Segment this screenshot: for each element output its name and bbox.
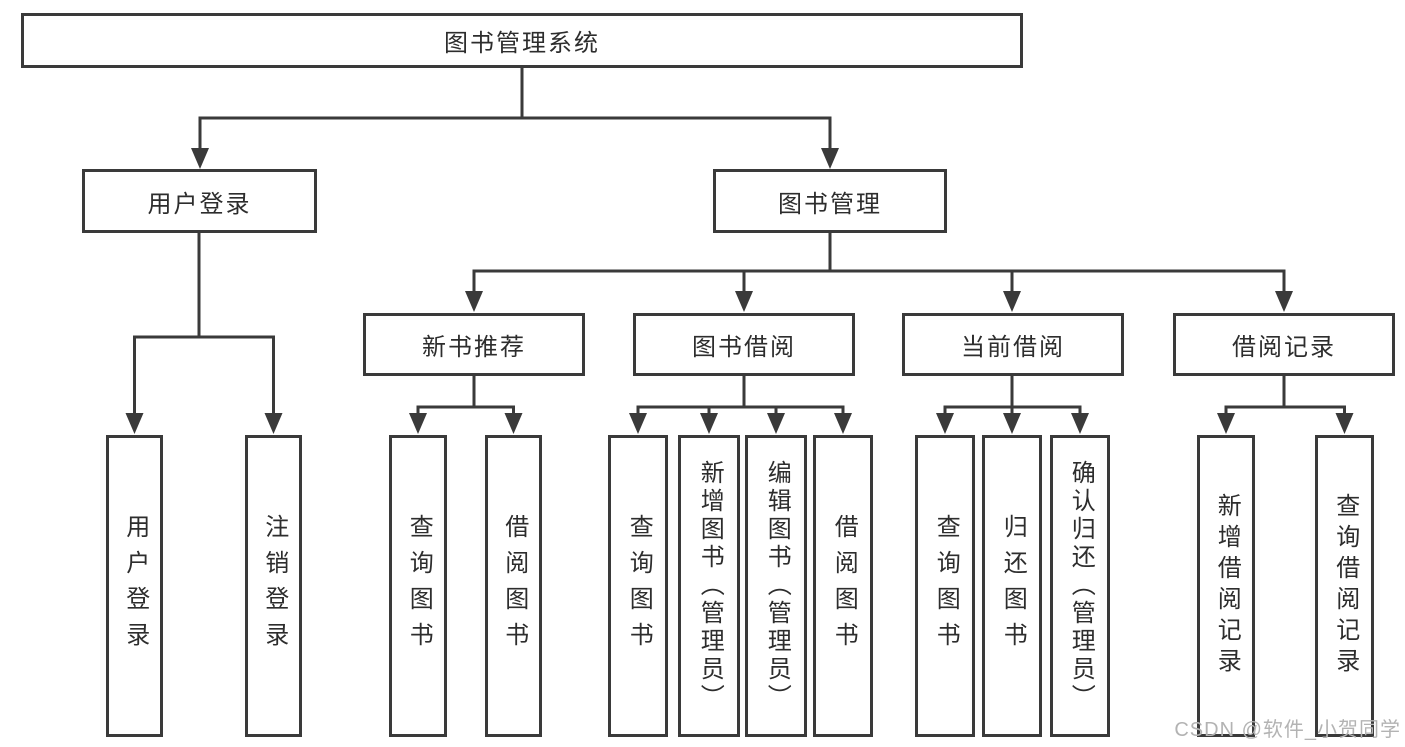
leaf-borrowing-add-books-admin: 新增图书（管理员） bbox=[678, 435, 740, 737]
node-current-borrowing-label: 当前借阅 bbox=[961, 334, 1065, 361]
node-book-borrowing-label: 图书借阅 bbox=[692, 334, 796, 361]
connector-borrowing-records bbox=[1217, 373, 1354, 434]
leaf-current-confirm-return-admin: 确认归还（管理员） bbox=[1050, 435, 1110, 737]
leaf-user-login: 用户登录 bbox=[106, 435, 163, 737]
leaf-current-confirm-return-admin-label: 确认归还（管理员） bbox=[1067, 460, 1095, 712]
leaf-recommend-query-books: 查询图书 bbox=[389, 435, 447, 737]
node-user-login: 用户登录 bbox=[82, 169, 317, 233]
leaf-borrowing-edit-books-admin: 编辑图书（管理员） bbox=[745, 435, 807, 737]
node-user-login-label: 用户登录 bbox=[147, 190, 252, 218]
connector-book-management bbox=[465, 230, 1293, 312]
node-new-book-recommendation: 新书推荐 bbox=[363, 313, 585, 376]
connector-current-borrowing bbox=[936, 373, 1089, 434]
leaf-recommend-query-books-label: 查询图书 bbox=[405, 514, 433, 658]
node-new-book-recommendation-label: 新书推荐 bbox=[422, 334, 526, 361]
leaf-borrowing-borrow-books-label: 借阅图书 bbox=[830, 514, 858, 658]
connector-new-book-recommendation bbox=[409, 373, 523, 434]
connector-book-borrowing bbox=[629, 373, 852, 434]
leaf-user-login-label: 用户登录 bbox=[121, 514, 149, 658]
leaf-recommend-borrow-books-label: 借阅图书 bbox=[500, 514, 528, 658]
leaf-borrowing-edit-books-admin-label: 编辑图书（管理员） bbox=[763, 460, 791, 712]
leaf-borrowing-query-books: 查询图书 bbox=[608, 435, 668, 737]
node-book-management-label: 图书管理 bbox=[778, 190, 882, 218]
leaf-logout-login-label: 注销登录 bbox=[260, 514, 288, 658]
leaf-records-add-record-label: 新增借阅记录 bbox=[1213, 493, 1241, 679]
connector-user-login bbox=[125, 230, 283, 434]
connector-root bbox=[191, 65, 839, 169]
leaf-borrowing-query-books-label: 查询图书 bbox=[625, 514, 653, 658]
node-borrowing-records-label: 借阅记录 bbox=[1232, 334, 1336, 361]
leaf-borrowing-add-books-admin-label: 新增图书（管理员） bbox=[696, 460, 724, 712]
leaf-records-query-record: 查询借阅记录 bbox=[1315, 435, 1374, 737]
node-root: 图书管理系统 bbox=[21, 13, 1023, 68]
node-current-borrowing: 当前借阅 bbox=[902, 313, 1124, 376]
node-book-management: 图书管理 bbox=[713, 169, 947, 233]
leaf-current-query-books-label: 查询图书 bbox=[932, 514, 960, 658]
leaf-records-add-record: 新增借阅记录 bbox=[1197, 435, 1255, 737]
node-root-label: 图书管理系统 bbox=[444, 30, 600, 57]
leaf-current-query-books: 查询图书 bbox=[915, 435, 975, 737]
leaf-records-query-record-label: 查询借阅记录 bbox=[1331, 493, 1359, 679]
leaf-logout-login: 注销登录 bbox=[245, 435, 302, 737]
leaf-current-return-books: 归还图书 bbox=[982, 435, 1042, 737]
node-borrowing-records: 借阅记录 bbox=[1173, 313, 1395, 376]
node-book-borrowing: 图书借阅 bbox=[633, 313, 855, 376]
leaf-recommend-borrow-books: 借阅图书 bbox=[485, 435, 542, 737]
watermark: CSDN @软件_小贺同学 bbox=[1174, 719, 1401, 741]
leaf-borrowing-borrow-books: 借阅图书 bbox=[813, 435, 873, 737]
leaf-current-return-books-label: 归还图书 bbox=[999, 514, 1027, 658]
